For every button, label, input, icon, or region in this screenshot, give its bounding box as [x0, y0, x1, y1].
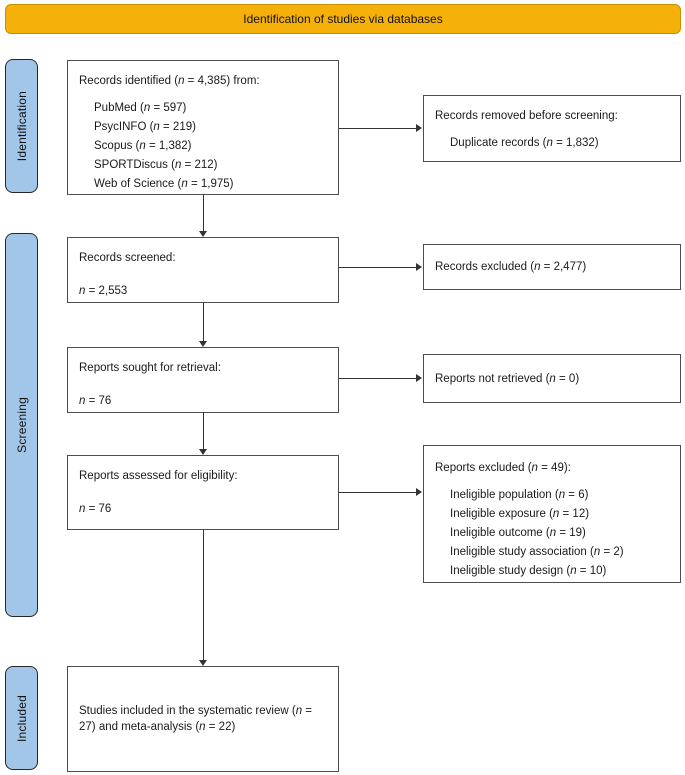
studies-included-box: Studies included in the systematic revie… — [67, 666, 339, 772]
reports-not-retrieved-box: Reports not retrieved (n = 0) — [423, 354, 681, 403]
arrow-assessed-to-included — [202, 530, 204, 660]
reports-sought-count: n = 76 — [79, 395, 112, 407]
arrow-sought-to-not-retrieved — [339, 377, 416, 379]
records-removed-title: Records removed before screening: — [435, 110, 618, 122]
stage-screening: Screening — [5, 233, 38, 617]
arrow-identified-to-removed — [339, 127, 416, 129]
database-item: PubMed (n = 597) — [94, 102, 187, 114]
reports-excluded-item: Ineligible study design (n = 10) — [450, 565, 607, 577]
reports-excluded-title: Reports excluded (n = 49): — [435, 462, 571, 474]
reports-assessed-box: Reports assessed for eligibility: n = 76 — [67, 455, 339, 530]
stage-screening-label: Screening — [14, 397, 29, 453]
reports-assessed-count: n = 76 — [79, 503, 112, 515]
arrowhead-right-icon — [416, 488, 422, 496]
arrowhead-down-icon — [199, 449, 207, 455]
reports-excluded-list: Ineligible population (n = 6) Ineligible… — [435, 486, 666, 581]
records-screened-box: Records screened: n = 2,553 — [67, 237, 339, 303]
arrowhead-down-icon — [199, 231, 207, 237]
reports-sought-box: Reports sought for retrieval: n = 76 — [67, 347, 339, 413]
arrow-screened-to-sought — [202, 303, 204, 341]
records-removed-item: Duplicate records (n = 1,832) — [450, 137, 599, 149]
arrow-assessed-to-excluded — [339, 491, 416, 493]
records-identified-title: Records identified (n = 4,385) from: — [79, 75, 260, 87]
records-identified-box: Records identified (n = 4,385) from: Pub… — [67, 60, 339, 195]
arrow-sought-to-assessed — [202, 413, 204, 449]
stage-included: Included — [5, 666, 38, 770]
banner: Identification of studies via databases — [5, 4, 681, 34]
records-screened-title: Records screened: — [79, 252, 176, 264]
arrowhead-down-icon — [199, 660, 207, 666]
database-item: SPORTDiscus (n = 212) — [94, 159, 218, 171]
reports-excluded-item: Ineligible outcome (n = 19) — [450, 527, 586, 539]
reports-excluded-item: Ineligible exposure (n = 12) — [450, 508, 590, 520]
reports-excluded-box: Reports excluded (n = 49): Ineligible po… — [423, 445, 681, 583]
arrowhead-right-icon — [416, 263, 422, 271]
reports-assessed-title: Reports assessed for eligibility: — [79, 470, 238, 482]
stage-included-label: Included — [14, 694, 29, 742]
reports-sought-title: Reports sought for retrieval: — [79, 362, 221, 374]
database-list: PubMed (n = 597) PsycINFO (n = 219) Scop… — [79, 99, 324, 194]
arrowhead-right-icon — [416, 124, 422, 132]
database-item: Web of Science (n = 1,975) — [94, 178, 234, 190]
arrow-identified-to-screened — [202, 195, 204, 231]
records-excluded-box: Records excluded (n = 2,477) — [423, 244, 681, 290]
reports-excluded-item: Ineligible population (n = 6) — [450, 489, 589, 501]
database-item: Scopus (n = 1,382) — [94, 140, 192, 152]
database-item: PsycINFO (n = 219) — [94, 121, 196, 133]
banner-title: Identification of studies via databases — [243, 12, 443, 26]
studies-included-title: Studies included in the systematic revie… — [79, 705, 313, 733]
records-removed-list: Duplicate records (n = 1,832) — [435, 134, 666, 153]
stage-identification: Identification — [5, 59, 38, 193]
arrowhead-down-icon — [199, 341, 207, 347]
stage-identification-label: Identification — [14, 90, 29, 162]
reports-not-retrieved-title: Reports not retrieved (n = 0) — [435, 372, 580, 385]
records-excluded-title: Records excluded (n = 2,477) — [435, 261, 587, 273]
records-screened-count: n = 2,553 — [79, 285, 128, 297]
records-removed-box: Records removed before screening: Duplic… — [423, 95, 681, 162]
reports-excluded-item: Ineligible study association (n = 2) — [450, 546, 624, 558]
arrow-screened-to-excluded — [339, 266, 416, 268]
arrowhead-right-icon — [416, 374, 422, 382]
